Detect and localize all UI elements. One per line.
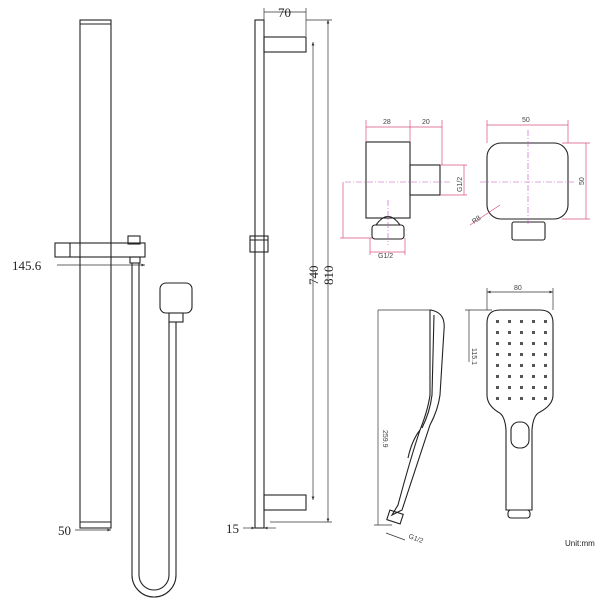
outlet-nipple-width-dim: 20 <box>422 119 430 126</box>
nozzle <box>532 342 535 345</box>
wall-outlet-front-view: 50 50 R8 <box>469 117 590 241</box>
nozzle <box>544 386 547 389</box>
nozzle <box>508 375 511 378</box>
rail-side-view: 70 740 810 15 <box>226 5 336 536</box>
outlet-front-height-dim: 50 <box>579 177 586 185</box>
nozzle <box>520 342 523 345</box>
nozzle <box>532 364 535 367</box>
nozzle <box>544 364 547 367</box>
nozzle <box>496 320 499 323</box>
nozzle <box>496 353 499 356</box>
nozzle <box>532 331 535 334</box>
rail-width-dim: 50 <box>58 523 71 538</box>
nozzle <box>532 397 535 400</box>
nozzle <box>520 331 523 334</box>
nozzle <box>544 342 547 345</box>
nozzle <box>532 375 535 378</box>
nozzle <box>508 364 511 367</box>
nozzle <box>532 353 535 356</box>
nozzle <box>544 320 547 323</box>
nozzle-grid <box>496 320 547 400</box>
nozzle <box>520 397 523 400</box>
nozzle <box>520 364 523 367</box>
nozzle <box>532 386 535 389</box>
nozzle <box>496 386 499 389</box>
outlet-body-width-dim: 28 <box>383 119 391 126</box>
outlet-front-width-dim: 50 <box>522 117 530 124</box>
nozzle <box>508 353 511 356</box>
hand-shower-front-view: 80 115.1 <box>465 285 554 519</box>
hand-shower-thread-dim: G1/2 <box>407 533 424 545</box>
rail-depth-dim: 15 <box>226 521 239 536</box>
wall-outlet-side-view: 28 20 G1/2 G1/2 <box>340 119 467 260</box>
head-length-dim: 115.1 <box>470 348 477 365</box>
nozzle <box>544 331 547 334</box>
overall-length-dim: 810 <box>321 266 336 286</box>
nozzle <box>520 375 523 378</box>
nozzle <box>520 320 523 323</box>
inner-length-dim: 740 <box>306 266 321 286</box>
nozzle <box>508 397 511 400</box>
bracket-dim: 70 <box>278 5 291 20</box>
nozzle <box>544 353 547 356</box>
nozzle <box>544 397 547 400</box>
slider-length-dim: 145.6 <box>12 258 42 273</box>
nozzle <box>496 397 499 400</box>
head-width-dim: 80 <box>514 285 522 292</box>
outlet-radius-dim: R8 <box>471 215 482 226</box>
nozzle <box>520 386 523 389</box>
nozzle <box>508 386 511 389</box>
total-length-dim: 259.9 <box>381 430 388 448</box>
rail-front-view: 145.6 50 <box>12 19 193 598</box>
nozzle <box>496 331 499 334</box>
hand-shower-side-view: 259.9 G1/2 <box>374 309 445 545</box>
nozzle <box>508 331 511 334</box>
nozzle <box>508 342 511 345</box>
nozzle <box>532 320 535 323</box>
nozzle <box>520 353 523 356</box>
nozzle <box>496 342 499 345</box>
nozzle <box>496 375 499 378</box>
nozzle <box>544 375 547 378</box>
nozzle <box>496 364 499 367</box>
unit-label: Unit:mm <box>565 539 595 548</box>
nozzle <box>508 320 511 323</box>
outlet-bottom-thread-dim: G1/2 <box>378 253 393 260</box>
outlet-side-thread-dim: G1/2 <box>457 177 464 192</box>
